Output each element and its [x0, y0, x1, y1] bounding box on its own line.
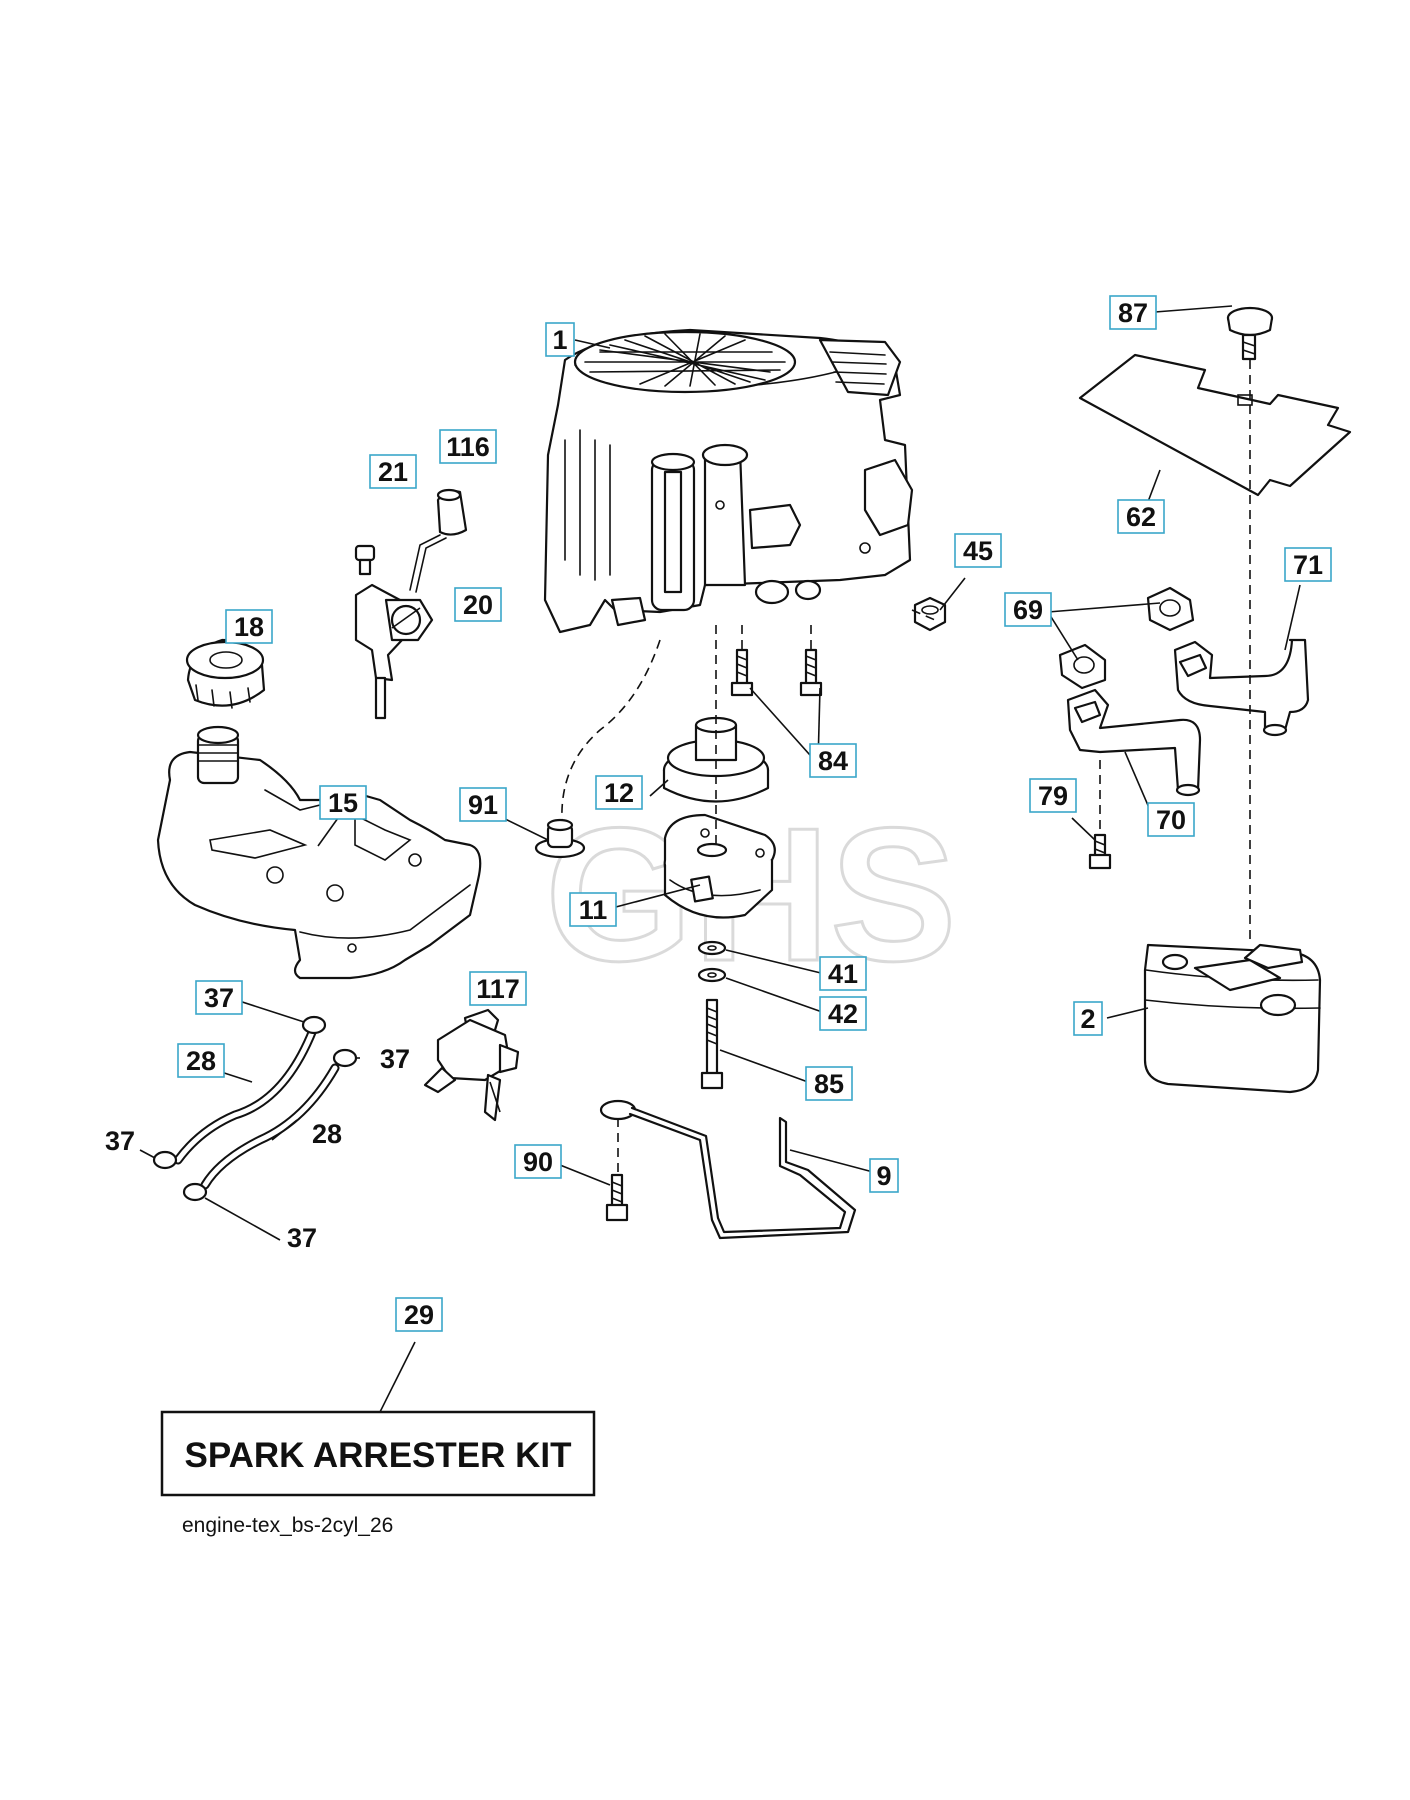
- svg-text:20: 20: [463, 590, 493, 620]
- svg-text:18: 18: [234, 612, 264, 642]
- gasket-part-69-a: [1146, 586, 1195, 632]
- exhaust-pipe-part-71: [1173, 638, 1310, 737]
- throttle-control-part-20: [354, 534, 447, 720]
- svg-text:1: 1: [552, 325, 567, 355]
- svg-text:62: 62: [1126, 502, 1156, 532]
- gasket-part-69-b: [1058, 643, 1107, 690]
- part-label-71[interactable]: 71: [1284, 547, 1332, 582]
- bolt-part-90: [605, 1173, 629, 1222]
- part-label-41[interactable]: 41: [819, 956, 867, 991]
- part-label-37-c[interactable]: 37: [105, 1126, 135, 1156]
- nut-part-45: [913, 596, 947, 632]
- clamp-part-37-d: [182, 1182, 208, 1202]
- fuel-cap-part-18: [185, 638, 266, 709]
- screw-part-21: [354, 544, 376, 576]
- svg-text:84: 84: [818, 746, 848, 776]
- dashed-connectors: [561, 360, 1251, 1175]
- part-label-18[interactable]: 18: [225, 609, 273, 644]
- fuel-tank-part-15: [156, 725, 482, 980]
- part-label-45[interactable]: 45: [954, 533, 1002, 568]
- spark-arrester-kit-box[interactable]: SPARK ARRESTER KIT: [160, 1410, 596, 1497]
- part-label-116[interactable]: 116: [439, 429, 497, 464]
- svg-text:15: 15: [328, 788, 358, 818]
- part-label-84[interactable]: 84: [809, 743, 857, 778]
- part-label-9[interactable]: 9: [869, 1158, 899, 1193]
- part-label-28-a[interactable]: 28: [177, 1043, 225, 1078]
- svg-text:11: 11: [579, 895, 608, 925]
- diagram-caption: engine-tex_bs-2cyl_26: [182, 1514, 393, 1537]
- svg-text:12: 12: [604, 778, 634, 808]
- svg-text:87: 87: [1118, 298, 1148, 328]
- heat-shield-part-62: [1078, 353, 1352, 497]
- part-label-37-d[interactable]: 37: [287, 1223, 317, 1253]
- part-label-2[interactable]: 2: [1073, 1001, 1103, 1036]
- svg-text:37: 37: [204, 983, 234, 1013]
- engine-part-1: [543, 328, 914, 634]
- svg-text:90: 90: [523, 1147, 553, 1177]
- svg-text:41: 41: [828, 959, 858, 989]
- part-label-79[interactable]: 79: [1029, 778, 1077, 813]
- part-label-91[interactable]: 91: [459, 787, 507, 822]
- svg-text:21: 21: [378, 457, 408, 487]
- bolts-part-84: [730, 648, 823, 697]
- svg-text:116: 116: [446, 432, 490, 462]
- fuel-hose-part-28-a: [173, 1025, 318, 1165]
- washer-part-42: [697, 967, 727, 983]
- spark-arrester-kit-label: SPARK ARRESTER KIT: [185, 1436, 572, 1475]
- rod-part-9: [599, 1099, 857, 1240]
- svg-text:29: 29: [404, 1300, 434, 1330]
- svg-text:9: 9: [876, 1161, 891, 1191]
- part-label-85[interactable]: 85: [805, 1066, 853, 1101]
- part-label-70[interactable]: 70: [1147, 802, 1195, 837]
- svg-text:91: 91: [468, 790, 498, 820]
- svg-text:42: 42: [828, 999, 858, 1029]
- fuel-valve-part-117: [423, 1008, 520, 1122]
- clutch-part-11: [663, 813, 776, 919]
- leader-lines: [139, 305, 1301, 1413]
- bolt-part-85: [700, 998, 724, 1090]
- part-label-69[interactable]: 69: [1004, 592, 1052, 627]
- part-label-1[interactable]: 1: [545, 322, 575, 357]
- part-label-37-b[interactable]: 37: [380, 1044, 410, 1074]
- part-label-21[interactable]: 21: [369, 454, 417, 489]
- screw-part-87: [1226, 306, 1274, 361]
- svg-text:2: 2: [1080, 1004, 1095, 1034]
- part-label-28-b[interactable]: 28: [312, 1119, 342, 1149]
- svg-text:85: 85: [814, 1069, 844, 1099]
- part-label-87[interactable]: 87: [1109, 295, 1157, 330]
- part-label-20[interactable]: 20: [454, 587, 502, 622]
- part-label-11[interactable]: 11: [569, 892, 617, 927]
- part-label-42[interactable]: 42: [819, 996, 867, 1031]
- clamp-part-37-b: [332, 1048, 358, 1068]
- grommet-part-91: [534, 818, 586, 859]
- svg-text:28: 28: [186, 1046, 216, 1076]
- fuel-hose-part-28-b: [200, 1063, 340, 1190]
- part-label-62[interactable]: 62: [1117, 499, 1165, 534]
- svg-text:71: 71: [1293, 550, 1323, 580]
- muffler-part-2: [1143, 943, 1322, 1094]
- part-label-117[interactable]: 117: [469, 971, 527, 1006]
- part-label-90[interactable]: 90: [514, 1144, 562, 1179]
- part-label-15[interactable]: 15: [319, 785, 367, 820]
- screw-part-79: [1088, 833, 1112, 870]
- exhaust-pipe-part-70: [1066, 688, 1202, 797]
- washer-part-41: [697, 940, 727, 956]
- part-label-12[interactable]: 12: [595, 775, 643, 810]
- knob-part-116: [436, 488, 468, 536]
- svg-text:45: 45: [963, 536, 993, 566]
- part-label-29[interactable]: 29: [395, 1297, 443, 1332]
- svg-text:70: 70: [1156, 805, 1186, 835]
- svg-text:117: 117: [476, 974, 520, 1004]
- clamp-part-37-a: [301, 1015, 327, 1035]
- part-labels: 1 87 116 21 62 45 71 20: [105, 295, 1332, 1332]
- svg-text:79: 79: [1038, 781, 1068, 811]
- clamp-part-37-c: [152, 1150, 178, 1170]
- part-label-37-a[interactable]: 37: [195, 980, 243, 1015]
- svg-text:69: 69: [1013, 595, 1043, 625]
